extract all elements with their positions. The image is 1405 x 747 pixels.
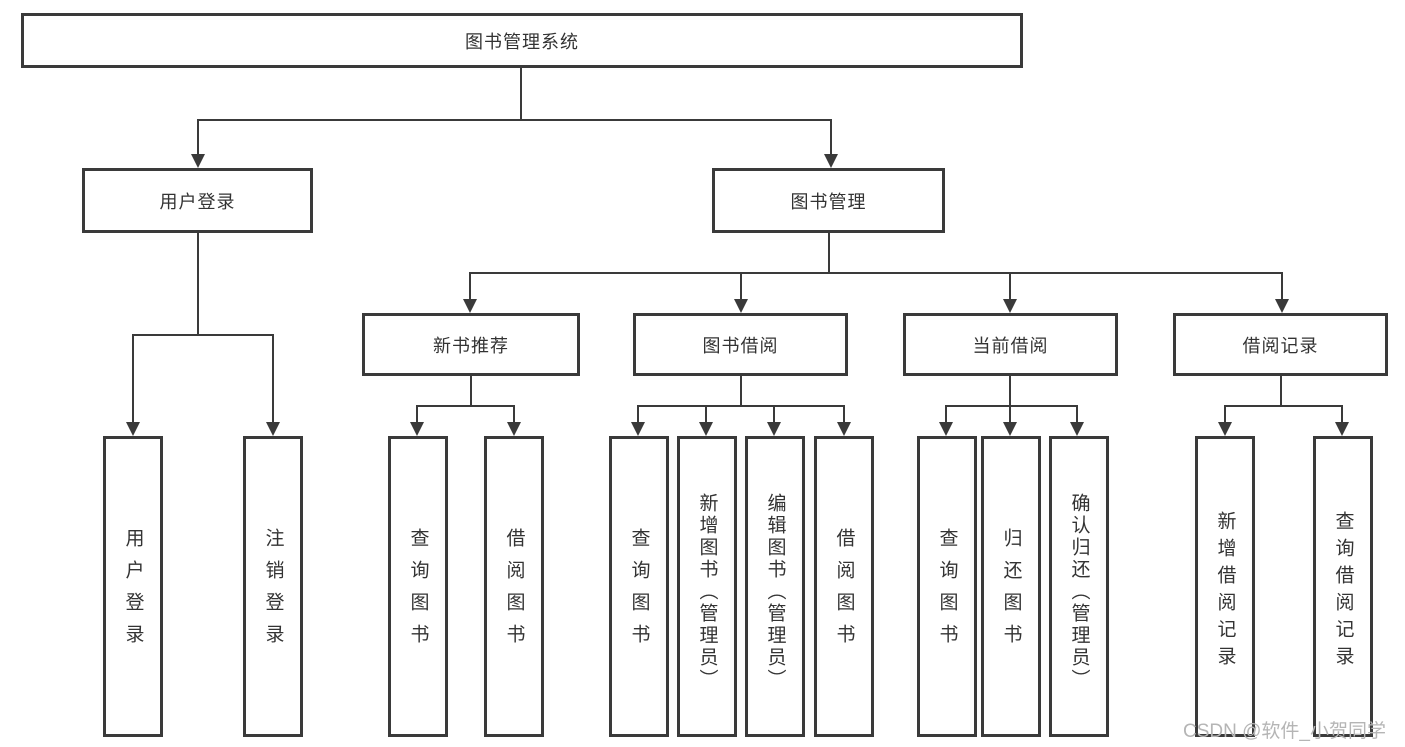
arrow-head	[824, 154, 838, 168]
arrow-head	[939, 422, 953, 436]
connector-line	[637, 405, 639, 423]
node-label: 查询借阅记录	[1332, 510, 1354, 673]
arrow-head	[191, 154, 205, 168]
connector-line	[469, 272, 471, 301]
node-label: 用户登录	[159, 191, 236, 212]
node-user-login: 用户登录	[82, 168, 313, 233]
arrow-head	[1070, 422, 1084, 436]
node-label: 借阅记录	[1242, 335, 1319, 356]
connector-line	[416, 405, 515, 407]
connector-line	[513, 405, 515, 423]
connector-line	[1224, 405, 1343, 407]
node-label: 新增图书（管理员）	[696, 492, 718, 691]
node-current-borrowing: 当前借阅	[903, 313, 1118, 376]
leaf-add-borrow-record: 新增借阅记录	[1195, 436, 1255, 737]
node-label: 编辑图书（管理员）	[764, 492, 786, 691]
leaf-user-login: 用户登录	[103, 436, 163, 737]
connector-line	[1280, 376, 1282, 407]
connector-line	[470, 376, 472, 407]
arrow-head	[1003, 299, 1017, 313]
connector-line	[637, 405, 845, 407]
connector-line	[469, 272, 1283, 274]
leaf-borrow-books: 借阅图书	[814, 436, 874, 737]
connector-line	[197, 119, 199, 156]
arrow-head	[837, 422, 851, 436]
connector-line	[945, 405, 947, 423]
connector-line	[1009, 376, 1011, 407]
node-label: 图书借阅	[702, 335, 779, 356]
arrow-head	[1003, 422, 1017, 436]
arrow-head	[1335, 422, 1349, 436]
node-label: 新书推荐	[433, 335, 509, 356]
connector-line	[773, 405, 775, 423]
arrow-head	[507, 422, 521, 436]
leaf-logout: 注销登录	[243, 436, 303, 737]
node-borrowing-records: 借阅记录	[1173, 313, 1388, 376]
node-label: 借阅图书	[503, 527, 525, 656]
node-label: 图书管理系统	[465, 31, 579, 52]
arrow-head	[699, 422, 713, 436]
leaf-borrow-books-recommend: 借阅图书	[484, 436, 544, 737]
connector-line	[520, 68, 522, 121]
node-library-management-system: 图书管理系统	[21, 13, 1023, 68]
node-label: 查询图书	[628, 527, 650, 656]
connector-line	[945, 405, 1078, 407]
connector-line	[1224, 405, 1226, 423]
leaf-query-borrow-record: 查询借阅记录	[1313, 436, 1373, 737]
connector-line	[740, 376, 742, 407]
connector-line	[830, 119, 832, 156]
leaf-confirm-return-admin: 确认归还（管理员）	[1049, 436, 1109, 737]
connector-line	[197, 233, 199, 336]
connector-line	[705, 405, 707, 423]
connector-line	[132, 334, 134, 423]
connector-line	[843, 405, 845, 423]
connector-line	[740, 272, 742, 301]
node-label: 当前借阅	[972, 335, 1049, 356]
node-new-book-recommend: 新书推荐	[362, 313, 580, 376]
node-label: 确认归还（管理员）	[1068, 492, 1090, 691]
node-book-borrowing: 图书借阅	[633, 313, 848, 376]
leaf-query-books-borrowing: 查询图书	[609, 436, 669, 737]
node-label: 归还图书	[1000, 527, 1022, 656]
connector-line	[1341, 405, 1343, 423]
leaf-edit-books-admin: 编辑图书（管理员）	[745, 436, 805, 737]
leaf-add-books-admin: 新增图书（管理员）	[677, 436, 737, 737]
connector-line	[1281, 272, 1283, 301]
arrow-head	[631, 422, 645, 436]
connector-line	[197, 119, 832, 121]
node-label: 用户登录	[122, 527, 144, 656]
leaf-query-books-recommend: 查询图书	[388, 436, 448, 737]
connector-line	[132, 334, 274, 336]
arrow-head	[734, 299, 748, 313]
arrow-head	[463, 299, 477, 313]
arrow-head	[266, 422, 280, 436]
connector-line	[272, 334, 274, 423]
arrow-head	[1275, 299, 1289, 313]
node-label: 注销登录	[262, 527, 284, 656]
node-label: 查询图书	[407, 527, 429, 656]
csdn-watermark: CSDN @软件_小贺同学	[1183, 721, 1386, 742]
connector-line	[828, 233, 830, 274]
node-label: 借阅图书	[833, 527, 855, 656]
connector-line	[1076, 405, 1078, 423]
connector-line	[1009, 405, 1011, 423]
leaf-return-books: 归还图书	[981, 436, 1041, 737]
arrow-head	[1218, 422, 1232, 436]
node-label: 图书管理	[790, 191, 867, 212]
arrow-head	[410, 422, 424, 436]
connector-line	[1009, 272, 1011, 301]
node-label: 查询图书	[936, 527, 958, 656]
connector-line	[416, 405, 418, 423]
arrow-head	[767, 422, 781, 436]
node-label: 新增借阅记录	[1214, 510, 1236, 673]
node-book-management: 图书管理	[712, 168, 945, 233]
arrow-head	[126, 422, 140, 436]
leaf-query-books-current: 查询图书	[917, 436, 977, 737]
